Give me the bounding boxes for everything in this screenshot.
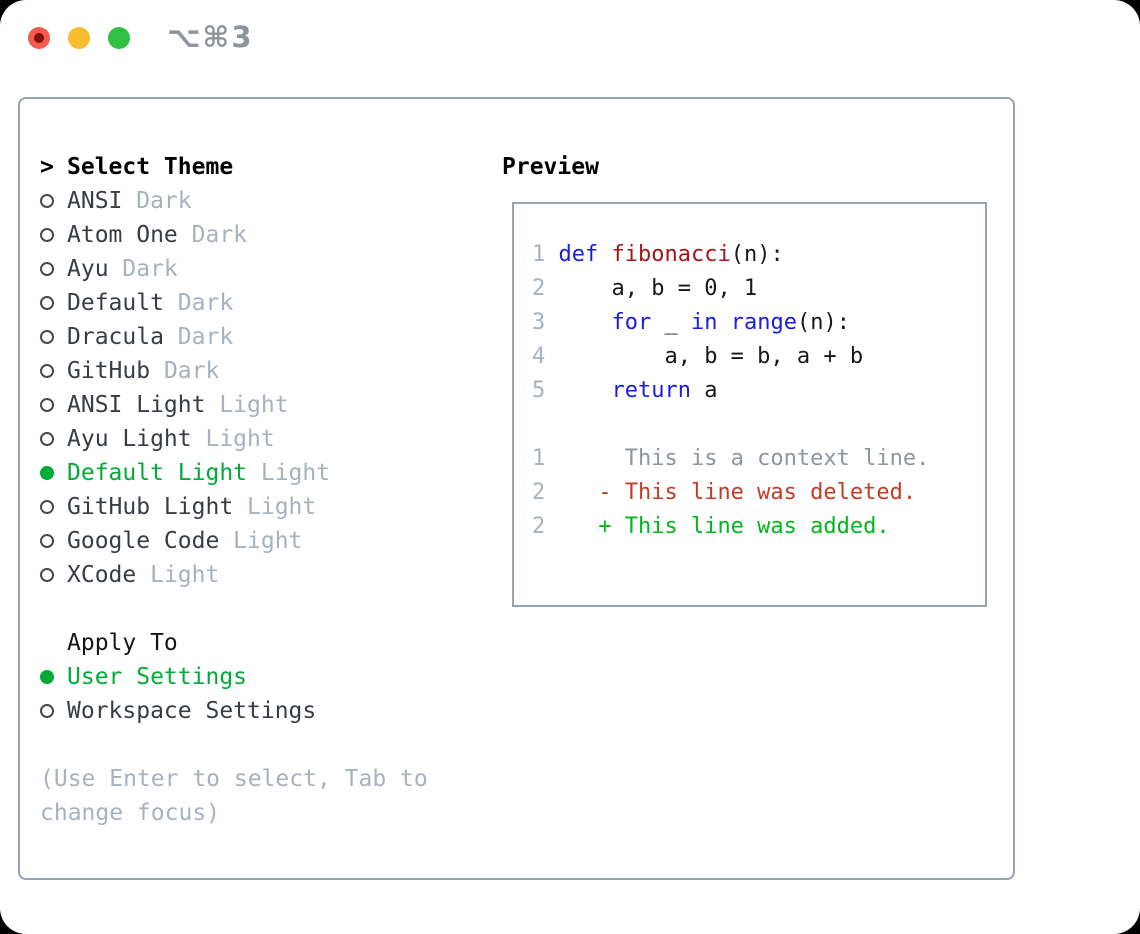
theme-option-name: Google Code xyxy=(67,528,220,554)
code-line: 2 a, b = 0, 1 xyxy=(532,276,758,301)
radio-selected-icon xyxy=(40,466,67,480)
theme-variant-tag: Dark xyxy=(108,256,178,282)
spacer xyxy=(40,592,490,626)
radio-icon xyxy=(40,330,67,344)
theme-option-dracula[interactable]: Dracula Dark xyxy=(40,320,490,354)
theme-variant-tag: Dark xyxy=(150,358,220,384)
radio-icon xyxy=(40,398,67,412)
theme-variant-tag: Light xyxy=(233,494,317,520)
apply-option-name: User Settings xyxy=(67,664,248,690)
theme-option-xcode[interactable]: XCode Light xyxy=(40,558,490,592)
spacer xyxy=(40,728,490,762)
apply-to-label: Apply To xyxy=(67,630,178,656)
code-line: 3 for _ in range(n): xyxy=(532,310,850,335)
line-number: 1 xyxy=(532,446,559,471)
theme-option-ayu-light[interactable]: Ayu Light Light xyxy=(40,422,490,456)
zoom-button[interactable] xyxy=(108,27,130,49)
line-number: 2 xyxy=(532,276,559,301)
theme-variant-tag: Light xyxy=(191,426,275,452)
select-theme-header: > Select Theme xyxy=(40,150,490,184)
radio-icon xyxy=(40,534,67,548)
preview-label: Preview xyxy=(502,154,599,180)
radio-icon xyxy=(40,262,67,276)
apply-option-workspace-settings[interactable]: Workspace Settings xyxy=(40,694,490,728)
code-line: 1 def fibonacci(n): xyxy=(532,242,784,267)
preview-code-block: 1 def fibonacci(n): 2 a, b = 0, 1 3 for _ … xyxy=(532,238,929,544)
line-number: 2 xyxy=(532,480,559,505)
theme-option-name: Atom One xyxy=(67,222,178,248)
radio-icon xyxy=(40,432,67,446)
radio-icon xyxy=(40,296,67,310)
theme-variant-tag: Dark xyxy=(163,324,234,350)
radio-icon xyxy=(40,500,67,514)
apply-option-name: Workspace Settings xyxy=(67,698,317,724)
code-line: 2 - This line was deleted. xyxy=(532,480,917,505)
theme-option-name: Ayu Light xyxy=(67,426,192,452)
theme-variant-tag: Dark xyxy=(122,188,192,214)
apply-option-user-settings[interactable]: User Settings xyxy=(40,660,490,694)
theme-option-name: ANSI Light xyxy=(67,392,206,418)
theme-variant-tag: Dark xyxy=(163,290,234,316)
theme-option-github-light[interactable]: GitHub Light Light xyxy=(40,490,490,524)
line-number: 1 xyxy=(532,242,559,267)
theme-option-name: ANSI xyxy=(67,188,123,214)
theme-option-name: Dracula xyxy=(67,324,164,350)
theme-option-github[interactable]: GitHub Dark xyxy=(40,354,490,388)
line-number: 5 xyxy=(532,378,559,403)
theme-variant-tag: Light xyxy=(247,460,331,486)
theme-option-name: XCode xyxy=(67,562,137,588)
preview-panel: 1 def fibonacci(n): 2 a, b = 0, 1 3 for _ … xyxy=(512,202,987,607)
radio-icon xyxy=(40,704,67,718)
theme-option-default-light[interactable]: Default Light Light xyxy=(40,456,490,490)
theme-option-google-code[interactable]: Google Code Light xyxy=(40,524,490,558)
line-number: 2 xyxy=(532,514,559,539)
code-line: 5 return a xyxy=(532,378,718,403)
selection-caret-icon: > xyxy=(40,154,54,180)
theme-variant-tag: Light xyxy=(136,562,220,588)
select-theme-label: Select Theme xyxy=(67,154,234,180)
keyboard-hint-text: (Use Enter to select, Tab to change focu… xyxy=(40,766,428,826)
theme-option-default[interactable]: Default Dark xyxy=(40,286,490,320)
theme-variant-tag: Light xyxy=(205,392,289,418)
theme-option-ayu[interactable]: Ayu Dark xyxy=(40,252,490,286)
code-line: 2 + This line was added. xyxy=(532,514,890,539)
theme-option-name: Ayu xyxy=(67,256,109,282)
radio-icon xyxy=(40,364,67,378)
code-line: 4 a, b = b, a + b xyxy=(532,344,864,369)
radio-selected-icon xyxy=(40,670,67,684)
window-title-shortcut: ⌥⌘3 xyxy=(167,20,254,54)
theme-option-ansi[interactable]: ANSI Dark xyxy=(40,184,490,218)
theme-option-name: GitHub Light xyxy=(67,494,234,520)
line-number: 3 xyxy=(532,310,559,335)
apply-to-header: Apply To xyxy=(40,626,490,660)
code-line: 1 This is a context line. xyxy=(532,446,930,471)
minimize-button[interactable] xyxy=(68,27,90,49)
window-controls xyxy=(28,27,130,49)
line-number: 4 xyxy=(532,344,559,369)
theme-variant-tag: Light xyxy=(219,528,303,554)
line-number xyxy=(532,412,559,437)
radio-icon xyxy=(40,194,67,208)
code-line xyxy=(532,408,929,442)
theme-option-atom-one[interactable]: Atom One Dark xyxy=(40,218,490,252)
theme-option-ansi-light[interactable]: ANSI Light Light xyxy=(40,388,490,422)
theme-option-name: Default xyxy=(67,290,164,316)
theme-option-name: GitHub xyxy=(67,358,151,384)
theme-option-name: Default Light xyxy=(67,460,248,486)
close-button[interactable] xyxy=(28,27,50,49)
theme-variant-tag: Dark xyxy=(177,222,248,248)
radio-icon xyxy=(40,228,67,242)
radio-icon xyxy=(40,568,67,582)
